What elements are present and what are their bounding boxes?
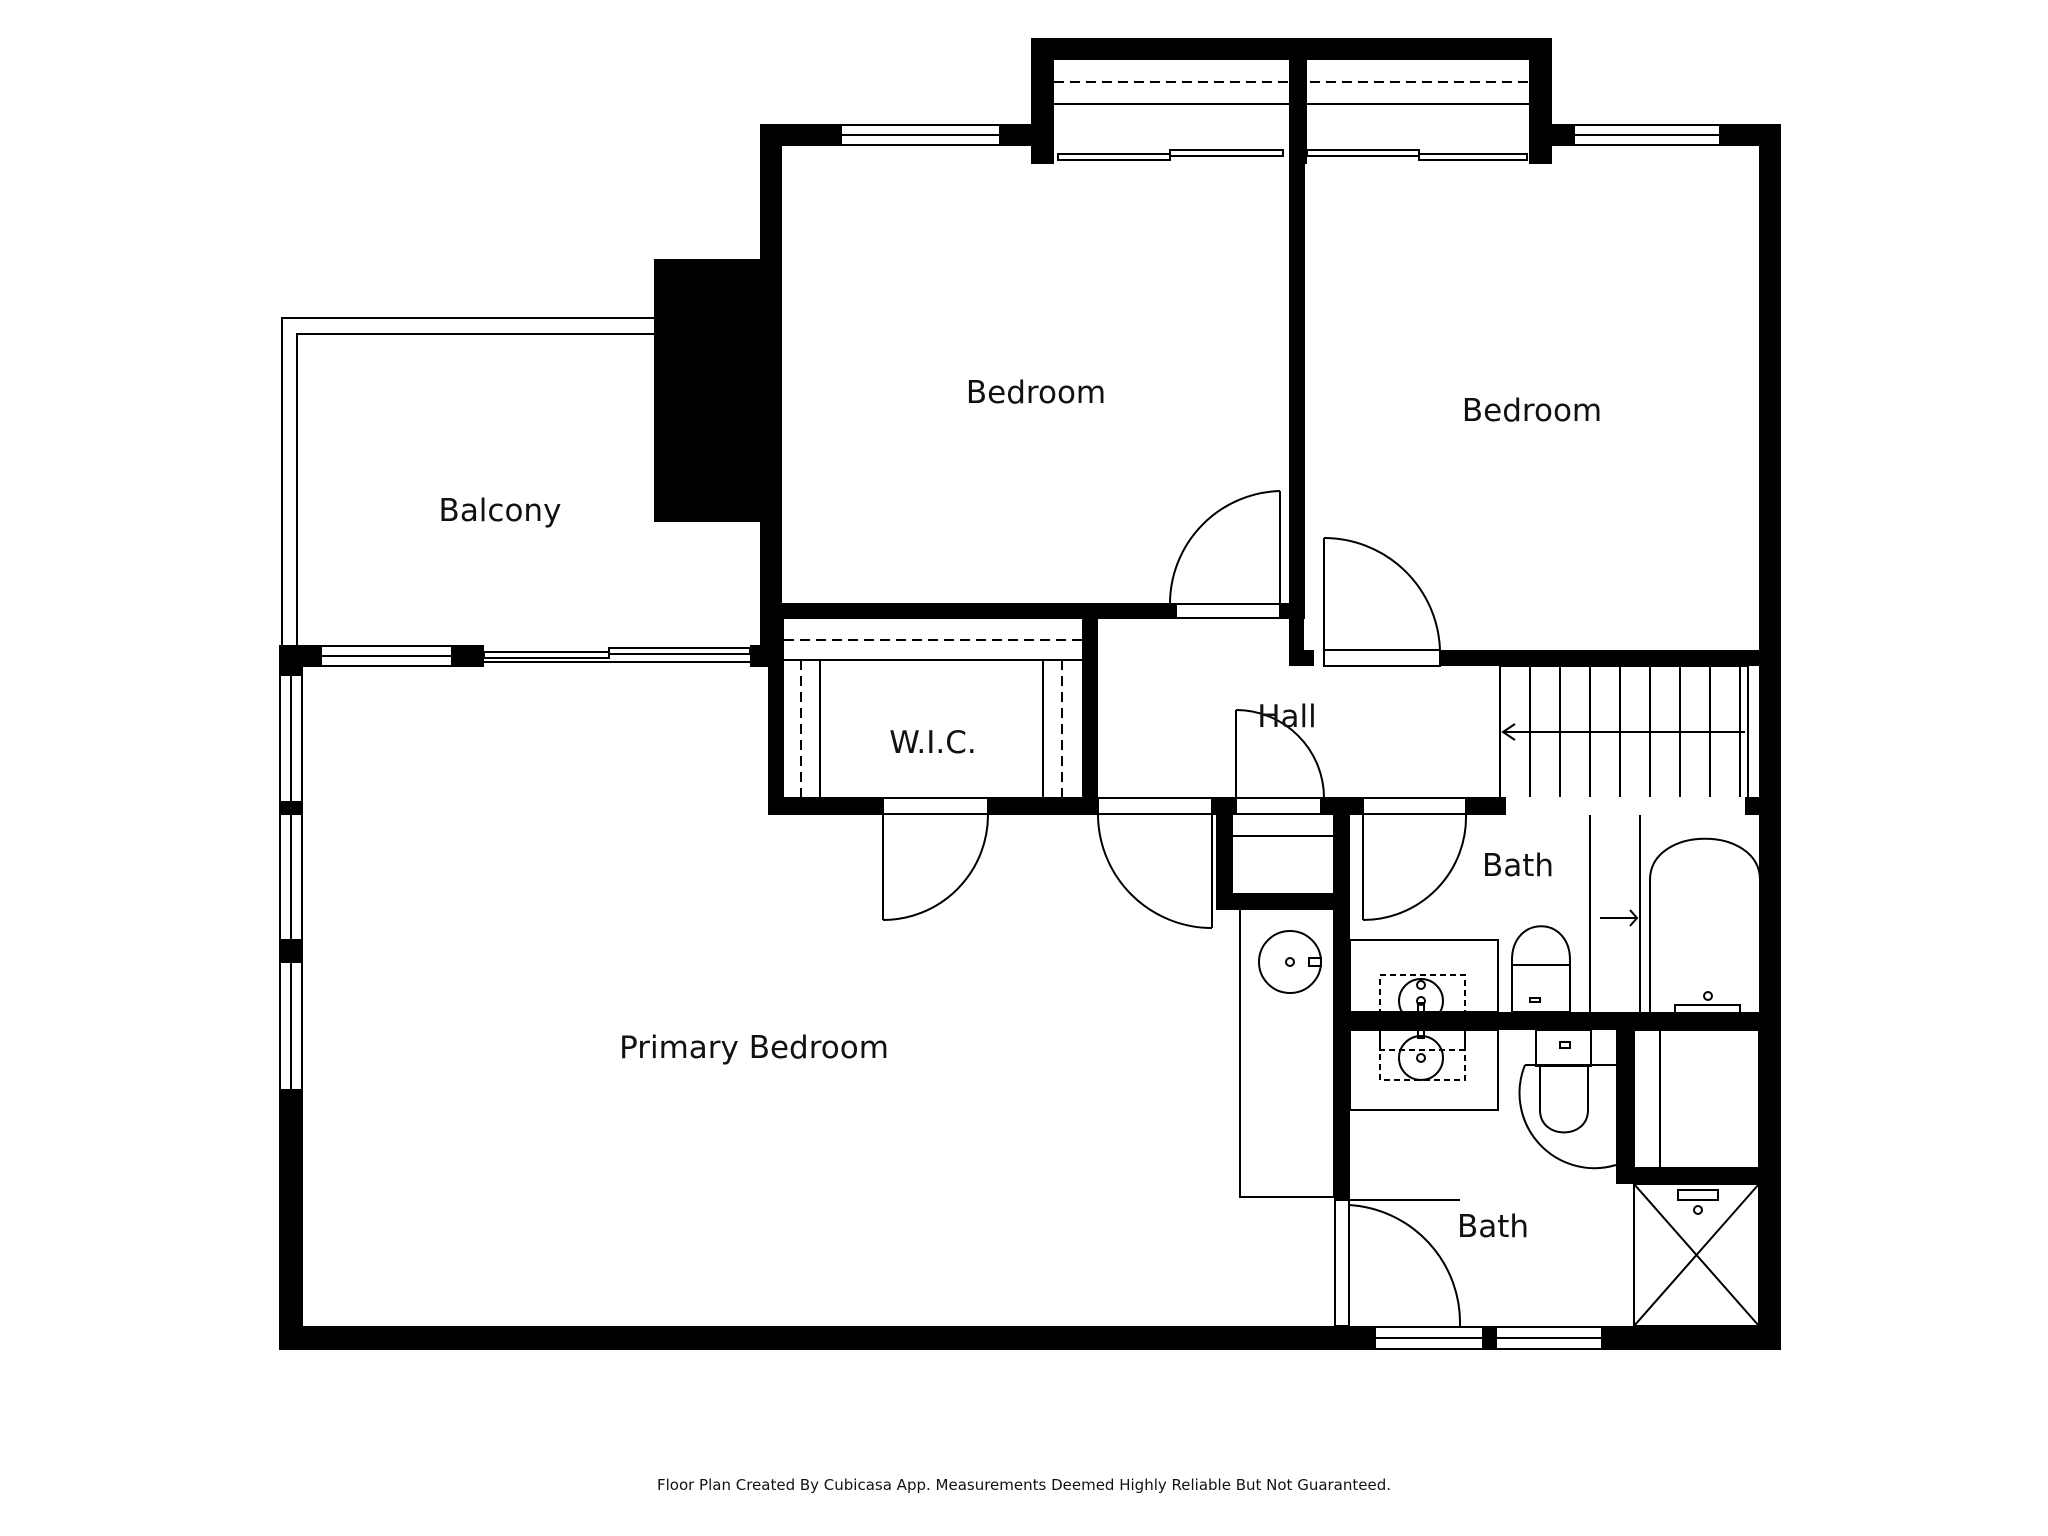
- room-label-bedroom-left: Bedroom: [966, 375, 1106, 411]
- primary-vanity: [1239, 906, 1335, 1198]
- room-label-hall: Hall: [1257, 699, 1317, 735]
- staircase: [1499, 665, 1749, 797]
- room-label-wic: W.I.C.: [889, 725, 976, 761]
- windows: [279, 124, 1721, 1350]
- room-label-bath-upper: Bath: [1482, 848, 1554, 884]
- upper-bath-fixtures: [1349, 815, 1761, 1051]
- room-label-bedroom-right: Bedroom: [1462, 393, 1602, 429]
- lower-bath-fixtures: [1349, 1015, 1760, 1327]
- room-label-primary-bedroom: Primary Bedroom: [619, 1030, 889, 1066]
- room-label-bath-lower: Bath: [1457, 1209, 1529, 1245]
- footer-disclaimer: Floor Plan Created By Cubicasa App. Meas…: [656, 1476, 1392, 1494]
- sliding-doors: [483, 149, 1528, 663]
- room-label-balcony: Balcony: [439, 493, 562, 529]
- chimney: [654, 259, 762, 522]
- wic-shelves: [784, 639, 1082, 797]
- balcony-railing: [281, 317, 656, 648]
- bumpout-shelf: [1054, 81, 1529, 105]
- doors: [882, 490, 1617, 1327]
